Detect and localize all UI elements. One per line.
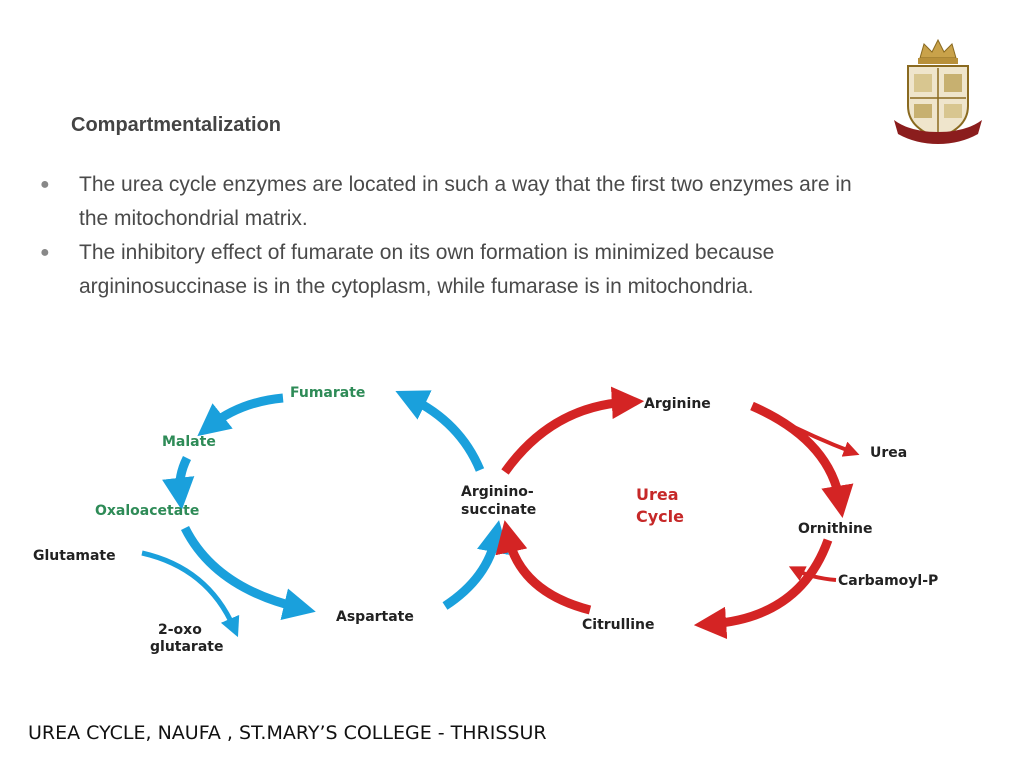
arrow-carbamoyl-p-input xyxy=(788,566,837,582)
label-glutarate: glutarate xyxy=(150,639,223,655)
bullet-text: The urea cycle enzymes are located in su… xyxy=(79,173,852,230)
slide-title: Compartmentalization xyxy=(71,114,282,136)
label-carbamoyl-p: Carbamoyl-P xyxy=(838,573,938,589)
college-crest-logo xyxy=(894,38,982,144)
label-glutamate: Glutamate xyxy=(33,548,116,564)
arrow-to-urea xyxy=(775,416,860,457)
arrow-argininosuccinate-to-fumarate xyxy=(395,390,485,472)
bullet-text: The inhibitory effect of fumarate on its… xyxy=(79,241,775,298)
arrow-argininosuccinate-to-arginine xyxy=(501,386,645,475)
footer-text: UREA CYCLE, NAUFA , ST.MARY’S COLLEGE - … xyxy=(28,722,547,744)
arrow-malate-to-oxaloacetate xyxy=(162,455,195,511)
label-2-oxo: 2-oxo xyxy=(158,622,202,638)
label-ornithine: Ornithine xyxy=(798,521,873,537)
label-succinate: succinate xyxy=(461,502,536,518)
label-fumarate: Fumarate xyxy=(290,385,365,401)
bullet-marker: ● xyxy=(40,176,50,193)
arrow-aspartate-to-argininosuccinate xyxy=(442,520,509,610)
bullet-marker: ● xyxy=(40,244,50,261)
arrow-glutamate-to-oxoglutarate xyxy=(141,550,240,638)
label-urea-cycle-1: Urea xyxy=(636,485,679,504)
arrow-arginine-to-ornithine xyxy=(750,401,854,518)
urea-cycle-diagram: Fumarate Malate Oxaloacetate Glutamate 2… xyxy=(33,385,938,655)
label-malate: Malate xyxy=(162,434,216,450)
bullet-list: ● The urea cycle enzymes are located in … xyxy=(40,168,860,304)
label-aspartate: Aspartate xyxy=(336,609,414,625)
arrow-ornithine-to-citrulline xyxy=(693,538,833,640)
arrow-citrulline-to-argininosuccinate xyxy=(495,520,592,615)
label-arginino: Arginino- xyxy=(461,484,534,500)
label-citrulline: Citrulline xyxy=(582,617,655,633)
label-oxaloacetate: Oxaloacetate xyxy=(95,503,199,519)
arrow-fumarate-to-malate xyxy=(197,393,284,437)
label-arginine: Arginine xyxy=(644,396,711,412)
label-urea-cycle-2: Cycle xyxy=(636,507,684,526)
bullet-item: ● The urea cycle enzymes are located in … xyxy=(40,168,860,236)
arrow-oxaloacetate-to-aspartate xyxy=(180,525,316,621)
bullet-item: ● The inhibitory effect of fumarate on i… xyxy=(40,236,860,304)
label-urea: Urea xyxy=(870,445,907,461)
